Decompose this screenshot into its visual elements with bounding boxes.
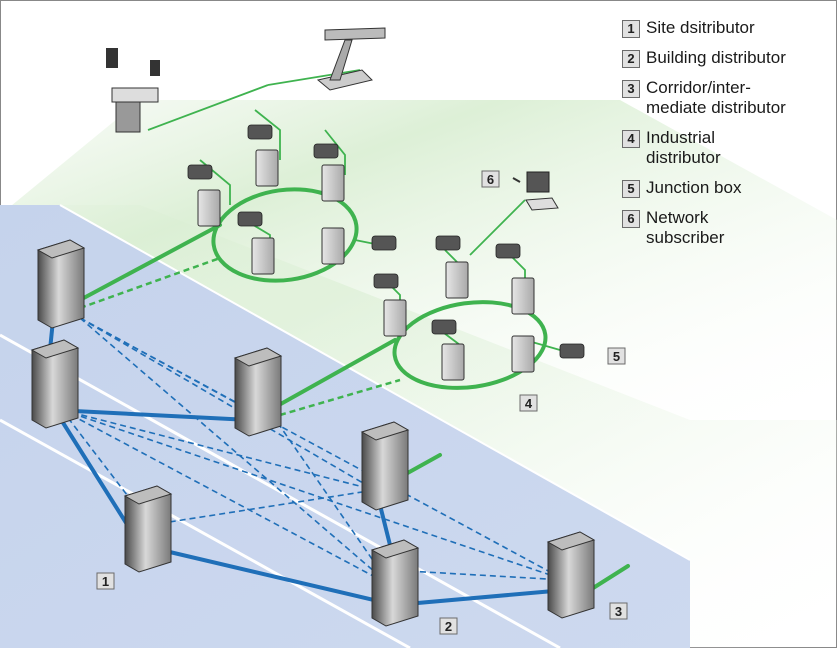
legend-item-building-distributor: 2 Building distributor bbox=[622, 48, 834, 68]
industrial-distributor-boxes bbox=[197, 149, 535, 381]
svg-text:1: 1 bbox=[102, 574, 109, 589]
callout-junction: 5 bbox=[607, 347, 626, 365]
legend-number: 4 bbox=[622, 130, 640, 148]
legend-item-industrial-distributor: 4 Industrial distributor bbox=[622, 128, 834, 168]
legend-label: Junction box bbox=[646, 178, 742, 197]
legend-label: Corridor/inter- mediate distributor bbox=[646, 78, 786, 117]
legend-item-junction-box: 5 Junction box bbox=[622, 178, 834, 198]
control-panel-subscriber bbox=[106, 48, 160, 133]
legend-number: 5 bbox=[622, 180, 640, 198]
legend-item-corridor-distributor: 3 Corridor/inter- mediate distributor bbox=[622, 78, 834, 118]
callout-corridor: 3 bbox=[609, 602, 628, 620]
callout-site: 1 bbox=[96, 572, 115, 590]
floor-edge bbox=[59, 204, 691, 561]
svg-text:3: 3 bbox=[615, 604, 622, 619]
legend-number: 6 bbox=[622, 210, 640, 228]
campus-floor bbox=[0, 205, 690, 648]
legend-number: 3 bbox=[622, 80, 640, 98]
server-cabinet-building-c bbox=[370, 539, 420, 627]
svg-text:5: 5 bbox=[613, 349, 620, 364]
server-cabinet-site-2 bbox=[30, 339, 80, 429]
server-cabinet-building-a bbox=[233, 347, 283, 437]
floor-divider-b bbox=[0, 418, 411, 648]
server-cabinet-site-3 bbox=[123, 485, 173, 573]
legend-label: Site dsitributor bbox=[646, 18, 755, 37]
workstation-subscriber bbox=[512, 171, 559, 211]
legend-number: 2 bbox=[622, 50, 640, 68]
legend: 1 Site dsitributor 2 Building distributo… bbox=[622, 18, 834, 258]
legend-label: Network subscriber bbox=[646, 208, 725, 247]
legend-label: Industrial distributor bbox=[646, 128, 721, 167]
callout-subscriber: 6 bbox=[481, 170, 500, 188]
junction-boxes bbox=[187, 124, 585, 359]
server-cabinet-site-1 bbox=[36, 239, 86, 329]
legend-item-network-subscriber: 6 Network subscriber bbox=[622, 208, 834, 248]
server-cabinet-building-b bbox=[360, 421, 410, 511]
legend-item-site-distributor: 1 Site dsitributor bbox=[622, 18, 834, 38]
floor-divider-a bbox=[0, 333, 561, 648]
callout-industrial: 4 bbox=[519, 394, 538, 412]
legend-number: 1 bbox=[622, 20, 640, 38]
plant-dashed-links bbox=[79, 256, 401, 417]
svg-text:2: 2 bbox=[445, 619, 452, 634]
callout-building: 2 bbox=[439, 617, 458, 635]
backbone-dashed-links bbox=[61, 317, 566, 586]
server-cabinet-corridor bbox=[546, 531, 596, 619]
svg-text:4: 4 bbox=[525, 396, 533, 411]
robot-arm-subscriber bbox=[316, 27, 386, 91]
legend-label: Building distributor bbox=[646, 48, 786, 67]
svg-text:6: 6 bbox=[487, 172, 494, 187]
